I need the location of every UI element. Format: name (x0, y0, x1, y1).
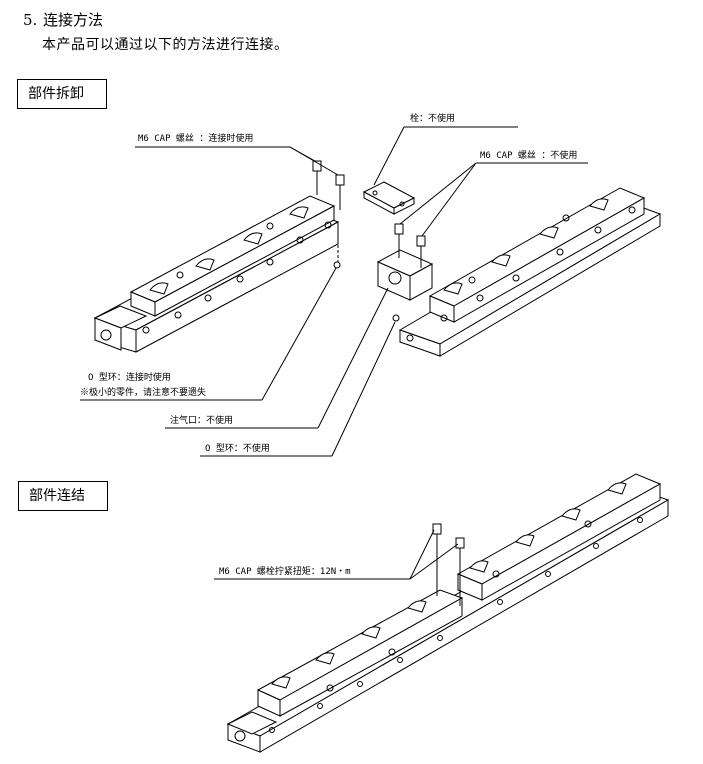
disassembly-title-box: 部件拆卸 (17, 79, 107, 109)
section-title: 连接方法 (43, 11, 104, 29)
left-rail-module (93, 195, 340, 353)
label-torque: M6 CAP 螺栓拧紧扭矩：12N・m (219, 567, 351, 577)
label-small-parts-note: ※极小的零件，请注意不要遗失 (80, 388, 207, 398)
right-rail-module (398, 187, 662, 357)
disassembly-leaders (80, 126, 588, 457)
connector-block (376, 223, 434, 322)
label-screw-connect: M6 CAP 螺丝 ：连接时使用 (138, 134, 254, 144)
connection-title-box: 部件连结 (18, 481, 108, 511)
section-heading: 5. 连接方法 (23, 9, 103, 30)
label-screw-unused: M6 CAP 螺丝 ：不使用 (480, 151, 578, 161)
label-air-inlet-unused: 注气口：不使用 (170, 416, 234, 426)
left-cap-screws (312, 160, 345, 269)
label-oring-unused: O 型环：不使用 (205, 444, 270, 454)
plug-part (362, 181, 416, 215)
label-plug-unused: 栓：不使用 (410, 114, 456, 124)
section-number: 5. (23, 11, 38, 29)
connected-assembly (214, 473, 670, 753)
label-oring-connect: O 型环：连接时使用 (88, 373, 171, 383)
section-intro: 本产品可以通过以下的方法进行连接。 (42, 37, 289, 53)
